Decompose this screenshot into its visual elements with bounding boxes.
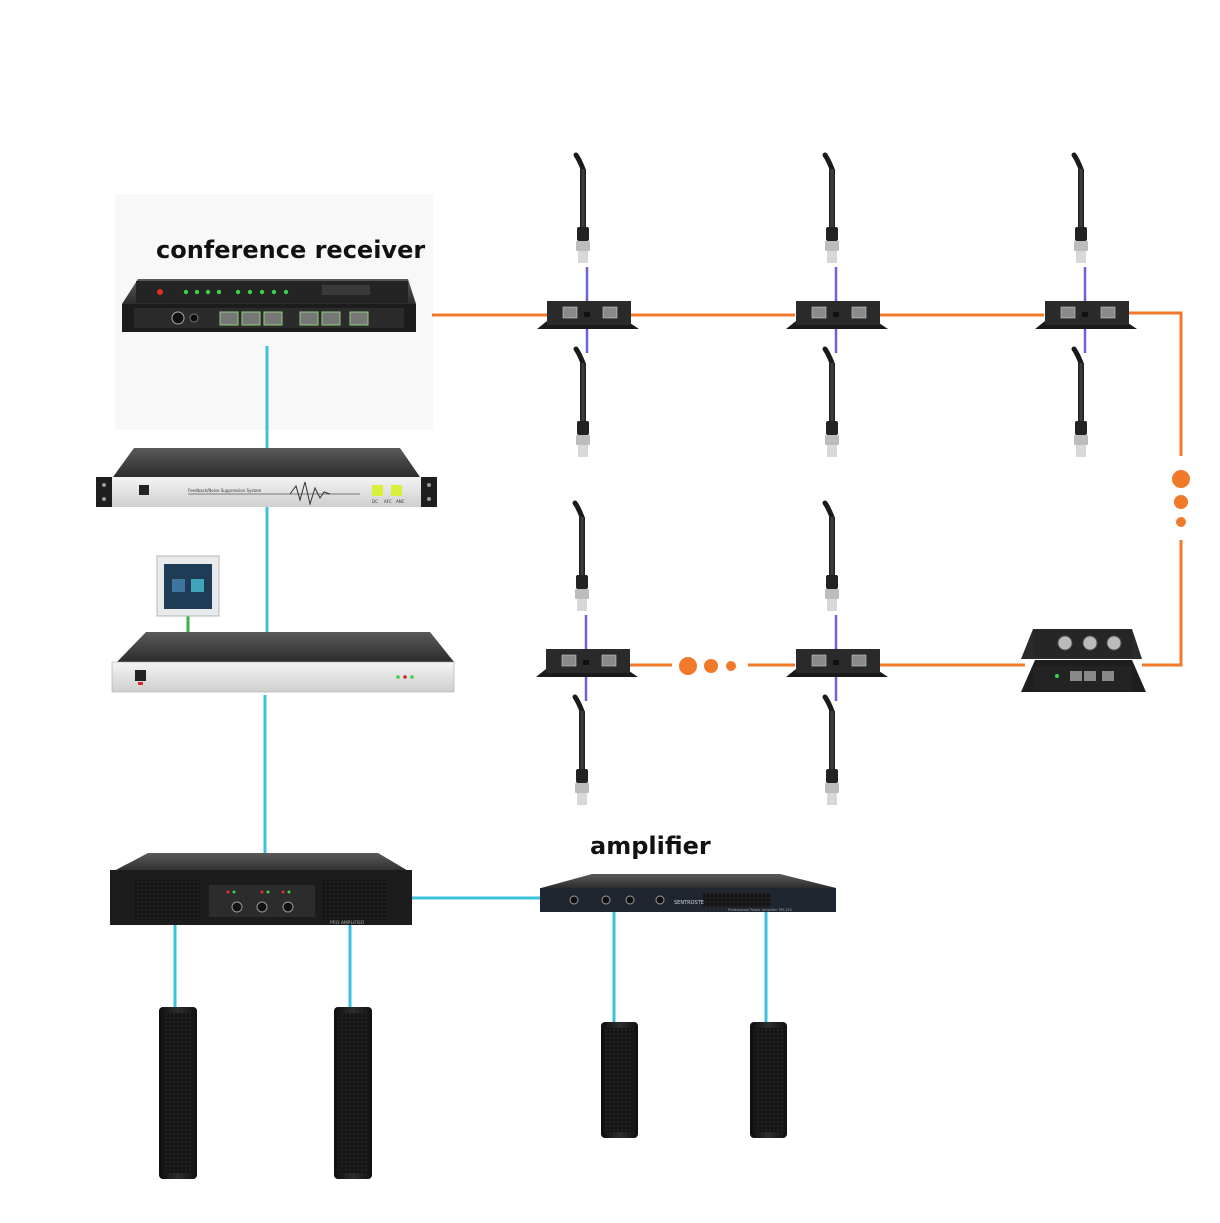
gooseneck-microphone-icon-bottom-2 [822,346,839,457]
wall-control-panel-icon [156,555,220,617]
suppressor-key-afc [391,485,402,496]
microphone-group [572,152,1088,805]
extender-lower-front [1033,666,1132,690]
daisy-chain-cables [432,311,1183,667]
power-amp-top [112,853,410,872]
suppressor-top [113,448,420,477]
amplifier-knob-1 [569,895,579,905]
mic-splitter-box-icon-1 [537,301,639,329]
splitter-box-group [536,301,1137,677]
suppressor-panel-text: Feedback/Noise Suppression System [188,488,261,493]
processor-front-panel [111,661,455,693]
suppressor-power-button [139,485,149,495]
suppressor-rack-ear-left [96,477,112,507]
conference-receiver-device [122,279,416,332]
power-amplifier-device: PRO AMPLIFIER [110,853,412,926]
gooseneck-microphone-icon-top-4 [572,500,589,611]
dot-vertical-1 [1172,470,1190,488]
amplifier-model: Professional Power Amplifier PM-150 [728,908,792,912]
dot-vertical-3 [1176,517,1186,527]
power-amp-grille-left [135,880,200,920]
power-amp-knob-3 [282,901,294,913]
receiver-knob [171,311,185,325]
audio-cables [173,346,768,1022]
chain-cable-box3-to-right [1128,311,1183,456]
power-amp-knob-1 [231,901,243,913]
extender-xlr-3 [1106,635,1122,651]
dot-horizontal-3 [726,661,736,671]
amplifier-label: amplifier [590,832,711,860]
column-speaker-icon-2 [334,1007,372,1179]
suppressor-key-label-anc: ANC [396,499,405,504]
suppressor-front-panel [112,477,421,507]
processor-power-button [135,670,146,681]
gooseneck-microphone-icon-bottom-3 [1071,346,1088,457]
amplifier-knob-4 [655,895,665,905]
mic-splitter-box-icon-5 [786,649,888,677]
amplifier-vent [703,893,771,907]
amplifier-knob-2 [601,895,611,905]
receiver-status-leds [183,289,289,295]
dot-horizontal-2 [704,659,718,673]
waveform-graphic [289,481,331,506]
receiver-display [322,285,370,295]
extender-xlr-2 [1082,635,1098,651]
extender-xlr-1 [1057,635,1073,651]
gooseneck-microphone-icon-top-5 [822,500,839,611]
receiver-network-ports [219,311,369,326]
suppressor-rack-ear-right [421,477,437,507]
dot-vertical-2 [1174,495,1188,509]
suppressor-key-label-dc: DC [372,499,378,504]
amplifier-front [540,888,836,912]
extender-port-1 [1070,671,1082,681]
power-amp-badge: PRO AMPLIFIER [330,920,364,926]
amplifier-knob-3 [625,895,635,905]
receiver-jack [189,313,199,323]
microphone-cables [584,267,1087,701]
conference-receiver-label: conference receiver [156,236,426,264]
suppressor-key-dc [372,485,383,496]
column-speaker-icon-3 [601,1022,638,1138]
gooseneck-microphone-icon-bottom-4 [572,694,589,805]
mic-splitter-box-icon-3 [1035,301,1137,329]
gooseneck-microphone-icon-top-1 [573,152,590,263]
chain-cable-right-to-extender [1142,540,1183,667]
continuation-dots [679,470,1190,675]
feedback-suppressor-device: Feedback/Noise Suppression System DC AFC… [96,448,437,507]
gooseneck-microphone-icon-top-2 [822,152,839,263]
suppressor-key-label-afc: AFC [384,499,392,504]
column-speaker-icon-4 [750,1022,787,1138]
audio-processor-device [111,632,455,693]
dot-horizontal-1 [679,657,697,675]
processor-top [117,632,454,662]
power-amp-grille-right [322,880,387,920]
gooseneck-microphone-icon-top-3 [1071,152,1088,263]
mic-splitter-box-icon-2 [786,301,888,329]
amplifier-device: SENTROSTE Professional Power Amplifier P… [540,874,836,912]
amplifier-brand: SENTROSTE [674,900,704,906]
speaker-group [159,1007,787,1179]
extender-port-3 [1102,671,1114,681]
amplifier-top [541,874,836,888]
extender-port-2 [1084,671,1096,681]
chain-extender-device [1021,629,1146,692]
receiver-power-led [157,289,163,295]
gooseneck-microphone-icon-bottom-5 [822,694,839,805]
power-amp-knob-2 [256,901,268,913]
column-speaker-icon-1 [159,1007,197,1179]
gooseneck-microphone-icon-bottom-1 [573,346,590,457]
mic-splitter-box-icon-4 [536,649,638,677]
